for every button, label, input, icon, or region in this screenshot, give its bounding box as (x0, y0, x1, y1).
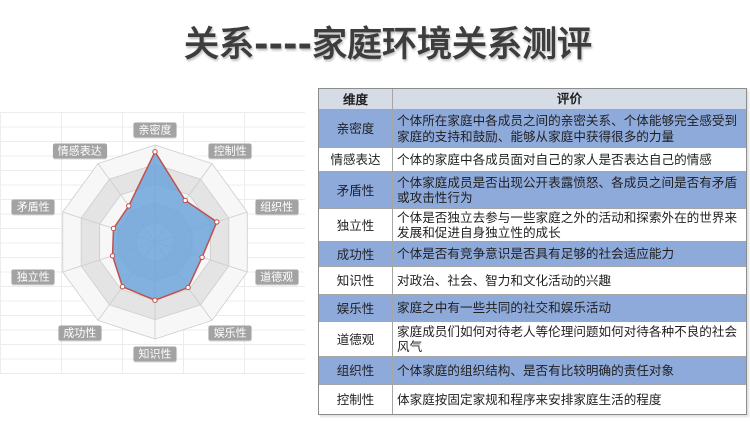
dimension-cell: 组织性 (319, 357, 393, 384)
table-row-intellectual: 知识性 对政治、社会、智力和文化活动的兴趣 (319, 266, 746, 294)
radar-axis-label-control: 控制性 (208, 143, 252, 159)
evaluation-text: 个体家庭的组织结构、是否有比较明确的责任对象 (397, 362, 675, 378)
evaluation-cell: 个体家庭成员是否出现公开表露愤怒、各成员之间是否有矛盾或攻击性行为 (393, 172, 746, 208)
dimension-text: 情感表达 (330, 152, 381, 167)
radar-axis-label-intellectual: 知识性 (133, 346, 177, 362)
radar-point-conflict (110, 225, 117, 232)
evaluation-text: 个体是否独立去参与一些家庭之外的活动和探索外在的世界来发展和促进自身独立性的成长 (397, 209, 738, 241)
header-dimension-cell: 维度 (319, 89, 393, 109)
dimension-text: 组织性 (336, 363, 375, 378)
radar-axis-label-expressiveness: 情感表达 (52, 143, 107, 159)
evaluation-cell: 个体的家庭中各成员面对自己的家人是否表达自己的情感 (393, 148, 746, 171)
table-row-intimacy: 亲密度 个体所在家庭中各成员之间的亲密关系、个体能够完全感受到家庭的支持和鼓励、… (319, 109, 746, 147)
dimension-cell: 矛盾性 (319, 172, 393, 208)
radar-point-achievement (119, 284, 126, 290)
radar-axis-label-recreation: 娱乐性 (208, 325, 252, 341)
dimension-cell: 成功性 (319, 242, 393, 266)
dimension-text: 成功性 (336, 246, 375, 262)
radar-axis-label-independence: 独立性 (11, 269, 55, 285)
evaluation-cell: 个体家庭的组织结构、是否有比较明确的责任对象 (393, 357, 746, 384)
evaluation-text: 体家庭按固定家规和程序来安排家庭生活的程度 (397, 391, 662, 407)
dimension-cell: 控制性 (319, 385, 393, 414)
header-evaluation-text: 评价 (556, 91, 583, 107)
dimension-text: 独立性 (336, 217, 375, 233)
dimension-cell: 情感表达 (319, 148, 393, 171)
table-row-achievement: 成功性 个体是否有竞争意识是否具有足够的社会适应能力 (319, 241, 746, 266)
evaluation-cell: 个体是否独立去参与一些家庭之外的活动和探索外在的世界来发展和促进自身独立性的成长 (393, 209, 746, 241)
evaluation-table: 维度 评价 亲密度 个体所在家庭中各成员之间的亲密关系、个体能够完全感受到家庭的… (318, 88, 747, 415)
radar-point-intimacy (152, 149, 158, 155)
evaluation-text: 家庭成员们如何对待老人等伦理问题如何对待各种不良的社会风气 (397, 323, 738, 355)
table-row-expressiveness: 情感表达 个体的家庭中各成员面对自己的家人是否表达自己的情感 (319, 147, 746, 171)
radar-point-moral (199, 254, 205, 260)
dimension-text: 矛盾性 (336, 182, 375, 198)
evaluation-text: 个体的家庭中各成员面对自己的家人是否表达自己的情感 (397, 151, 712, 167)
radar-point-organization (214, 219, 220, 225)
header-dimension-text: 维度 (342, 91, 368, 107)
dimension-cell: 亲密度 (319, 110, 393, 147)
radar-axis-label-conflict: 矛盾性 (11, 199, 55, 215)
evaluation-cell: 家庭成员们如何对待老人等伦理问题如何对待各种不良的社会风气 (393, 322, 746, 356)
radar-point-intellectual (152, 297, 158, 303)
radar-point-independence (109, 253, 116, 259)
evaluation-text: 对政治、社会、智力和文化活动的兴趣 (397, 272, 612, 288)
dimension-text: 控制性 (336, 392, 375, 407)
radar-axis-label-moral: 道德观 (255, 269, 299, 285)
dimension-text: 亲密度 (336, 121, 375, 136)
evaluation-cell: 对政治、社会、智力和文化活动的兴趣 (393, 267, 746, 294)
table-row-organization: 组织性 个体家庭的组织结构、是否有比较明确的责任对象 (319, 356, 746, 384)
radar-axis-label-intimacy: 亲密度 (133, 122, 177, 138)
dimension-text: 道德观 (336, 331, 375, 347)
evaluation-text: 家庭之中有一些共同的社交和娱乐活动 (397, 300, 612, 316)
radar-point-recreation (185, 284, 191, 291)
dimension-text: 娱乐性 (336, 300, 375, 316)
slide-title: 关系----家庭环境关系测评 (183, 25, 593, 65)
radar-axis-label-organization: 组织性 (255, 199, 299, 215)
radar-point-expressiveness (126, 203, 132, 209)
dimension-text: 知识性 (336, 273, 375, 288)
table-row-independence: 独立性 个体是否独立去参与一些家庭之外的活动和探索外在的世界来发展和促进自身独立… (319, 208, 746, 241)
evaluation-cell: 体家庭按固定家规和程序来安排家庭生活的程度 (393, 385, 746, 414)
header-evaluation-cell: 评价 (393, 89, 746, 109)
radar-axis-label-achievement: 成功性 (58, 325, 102, 341)
evaluation-cell: 个体是否有竞争意识是否具有足够的社会适应能力 (393, 242, 746, 266)
table-row-recreation: 娱乐性 家庭之中有一些共同的社交和娱乐活动 (319, 294, 746, 321)
table-header-row: 维度 评价 (319, 89, 746, 109)
evaluation-text: 个体所在家庭中各成员之间的亲密关系、个体能够完全感受到家庭的支持和鼓励、能够从家… (397, 113, 738, 144)
dimension-cell: 道德观 (319, 322, 393, 356)
dimension-cell: 娱乐性 (319, 295, 393, 321)
table-row-control: 控制性 体家庭按固定家规和程序来安排家庭生活的程度 (319, 384, 746, 414)
evaluation-cell: 个体所在家庭中各成员之间的亲密关系、个体能够完全感受到家庭的支持和鼓励、能够从家… (393, 110, 746, 147)
evaluation-text: 个体家庭成员是否出现公开表露愤怒、各成员之间是否有矛盾或攻击性行为 (397, 174, 738, 206)
radar-chart-svg (62, 144, 248, 340)
radar-chart: 亲密度控制性组织性道德观娱乐性知识性 成功性 独立性 矛盾性 情感表达 (0, 105, 310, 380)
evaluation-text: 个体是否有竞争意识是否具有足够的社会适应能力 (397, 246, 675, 262)
dimension-cell: 知识性 (319, 267, 393, 294)
table-row-moral: 道德观 家庭成员们如何对待老人等伦理问题如何对待各种不良的社会风气 (319, 321, 746, 356)
dimension-cell: 独立性 (319, 209, 393, 241)
evaluation-cell: 家庭之中有一些共同的社交和娱乐活动 (393, 295, 746, 321)
table-row-conflict: 矛盾性 个体家庭成员是否出现公开表露愤怒、各成员之间是否有矛盾或攻击性行为 (319, 171, 746, 208)
radar-point-control (182, 197, 188, 204)
